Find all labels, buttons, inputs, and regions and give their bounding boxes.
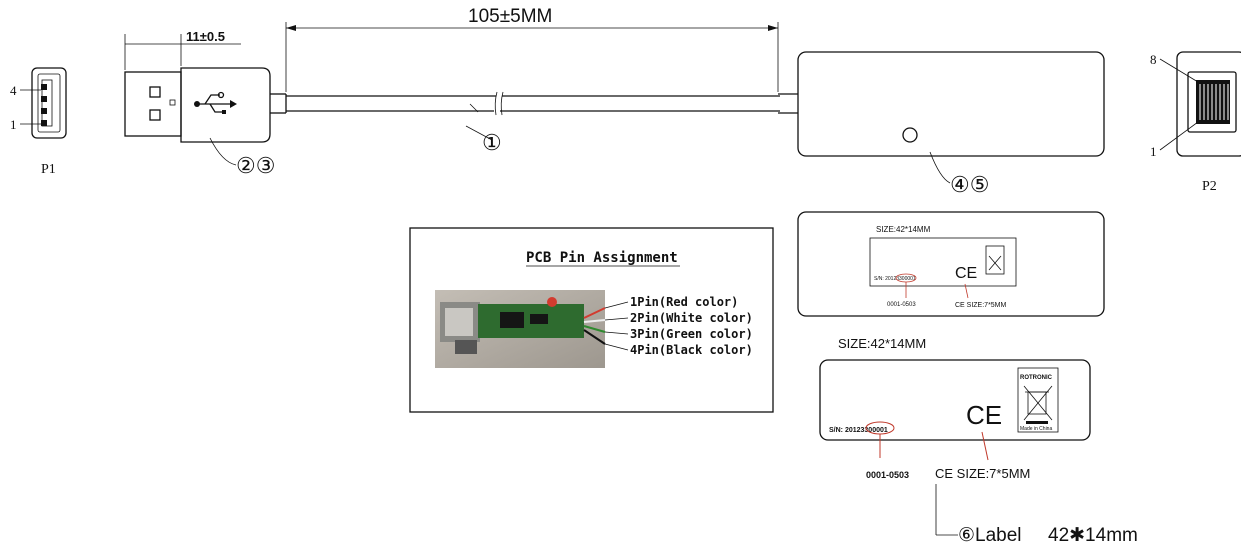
pcb-pin-assignment-panel: PCB Pin Assignment 1Pin(Red color) 2Pin(… bbox=[409, 227, 774, 413]
label-callout-size: 42✱14mm bbox=[1048, 525, 1138, 543]
large-label-ce-size: CE SIZE:7*5MM bbox=[935, 466, 1030, 481]
small-label-sn: S/N: 20123300001 bbox=[874, 276, 916, 282]
plug-length-text: 11±0.5 bbox=[186, 29, 225, 44]
small-label-ce: CE bbox=[955, 265, 977, 282]
label-callout-text: ⑥Label bbox=[958, 525, 1022, 543]
small-label-code: 0001-0503 bbox=[887, 302, 916, 308]
pcb-title: PCB Pin Assignment bbox=[526, 250, 678, 266]
p2-label: P2 bbox=[1202, 179, 1217, 194]
p1-pin-1-label: 1 bbox=[10, 117, 17, 132]
cable-callout: ① bbox=[482, 130, 502, 155]
box-callout: ④⑤ bbox=[950, 172, 989, 197]
pcb-pin-2: 2Pin(White color) bbox=[630, 311, 753, 325]
p1-label: P1 bbox=[41, 162, 56, 177]
p2-connector-end-view: 8 1 P2 bbox=[1150, 51, 1241, 194]
pcb-pin-1: 1Pin(Red color) bbox=[630, 295, 738, 309]
plug-callout-text: ②③ bbox=[236, 153, 275, 178]
box-label-small: SIZE:42*14MM S/N: 20123300001 0001-0503 … bbox=[797, 211, 1105, 317]
p2-pin-8-label: 8 bbox=[1150, 52, 1157, 67]
large-label-made-in: Made in China bbox=[1020, 426, 1052, 432]
large-label-code: 0001-0503 bbox=[866, 470, 909, 480]
led-indicator bbox=[902, 127, 918, 143]
p1-connector-end-view: 4 1 P1 bbox=[10, 67, 67, 177]
large-label-brand: ROTRONIC bbox=[1020, 375, 1053, 381]
large-label-ce: CE bbox=[966, 400, 1002, 430]
p1-pin-4-label: 4 bbox=[10, 83, 17, 98]
plug-length-dimension: 11±0.5 bbox=[124, 29, 241, 70]
adapter-housing: ④⑤ bbox=[778, 51, 1105, 197]
cable: ① bbox=[286, 91, 780, 155]
p2-pin-1-label: 1 bbox=[1150, 144, 1157, 159]
cable-length-dimension: 105±5MM bbox=[285, 6, 779, 92]
label-callout: ⑥Label 42✱14mm bbox=[935, 484, 1138, 543]
pcb-pin-4: 4Pin(Black color) bbox=[630, 343, 753, 357]
small-label-ce-size: CE SIZE:7*5MM bbox=[955, 302, 1007, 309]
cable-length-text: 105±5MM bbox=[468, 6, 552, 27]
label-detail-large: SIZE:42*14MM S/N: 20123300001 0001-0503 … bbox=[819, 336, 1091, 481]
usb-plug-side-view bbox=[124, 67, 287, 143]
large-label-sn: S/N: 20123300001 bbox=[829, 427, 888, 434]
large-label-size: SIZE:42*14MM bbox=[838, 336, 926, 351]
pcb-photo bbox=[435, 290, 606, 368]
usb-symbol-icon bbox=[194, 91, 237, 114]
plug-callout: ②③ bbox=[209, 137, 275, 178]
pcb-pin-3: 3Pin(Green color) bbox=[630, 327, 753, 341]
small-label-size: SIZE:42*14MM bbox=[876, 225, 931, 234]
weee-bin-icon bbox=[1023, 385, 1053, 424]
